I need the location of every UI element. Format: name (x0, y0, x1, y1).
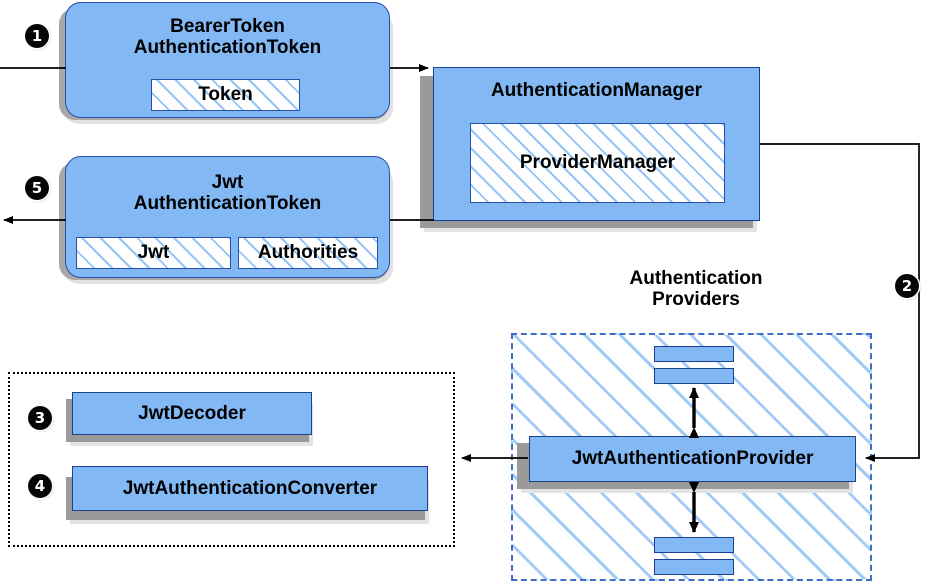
jwt-token-inner-jwt-label: Jwt (137, 242, 170, 264)
bearer-token-inner-label: Token (198, 84, 253, 106)
jwt-authentication-provider-box[interactable]: JwtAuthenticationProvider (529, 436, 856, 482)
bearer-token-inner-token: Token (151, 79, 300, 111)
provider-stack-bar-top-1 (654, 346, 734, 362)
step-bullet-2: 2 (895, 274, 919, 298)
bearer-token-card[interactable]: BearerToken AuthenticationToken Token (65, 2, 390, 118)
authentication-manager-title: AuthenticationManager (490, 80, 703, 102)
jwt-token-inner-authorities-label: Authorities (257, 242, 359, 264)
jwt-authentication-provider-label: JwtAuthenticationProvider (571, 448, 814, 470)
jwt-token-inner-jwt: Jwt (76, 237, 231, 269)
provider-stack-bar-bottom-2 (654, 559, 734, 575)
jwt-token-inner-authorities: Authorities (238, 237, 378, 269)
bearer-token-title: BearerToken AuthenticationToken (133, 15, 322, 58)
jwt-authentication-converter-label: JwtAuthenticationConverter (122, 477, 378, 499)
provider-stack-bar-bottom-1 (654, 537, 734, 553)
provider-stack-bar-top-2 (654, 368, 734, 384)
jwt-decoder-box[interactable]: JwtDecoder (72, 392, 312, 435)
providers-group-title: Authentication Providers (629, 268, 763, 311)
step-bullet-1: 1 (25, 24, 49, 48)
jwt-authentication-converter-box[interactable]: JwtAuthenticationConverter (72, 466, 428, 511)
authentication-manager-box[interactable]: AuthenticationManager ProviderManager (433, 67, 760, 221)
jwt-support-group-container (8, 372, 455, 547)
step-bullet-5: 5 (25, 176, 49, 200)
jwt-token-card[interactable]: Jwt AuthenticationToken Jwt Authorities (65, 156, 390, 278)
provider-manager-inner: ProviderManager (470, 123, 725, 203)
step-bullet-4: 4 (28, 474, 52, 498)
jwt-decoder-label: JwtDecoder (138, 402, 246, 424)
jwt-token-title: Jwt AuthenticationToken (133, 171, 322, 214)
provider-manager-label: ProviderManager (519, 152, 676, 174)
step-bullet-3: 3 (28, 406, 52, 430)
